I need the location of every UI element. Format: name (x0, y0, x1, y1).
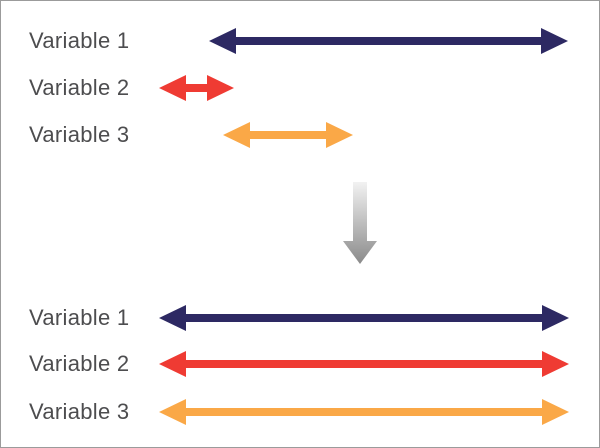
arrowhead (542, 305, 569, 331)
arrowhead (223, 122, 250, 148)
arrowhead (159, 399, 186, 425)
bottom-variable-2-label: Variable 2 (29, 351, 130, 376)
arrowhead (326, 122, 353, 148)
top-variable-3-label: Variable 3 (29, 122, 130, 147)
transition-down-arrow (343, 182, 377, 264)
arrowhead (209, 28, 236, 54)
top-range-arrow-2 (159, 75, 234, 101)
arrowhead (159, 75, 186, 101)
arrowhead (159, 351, 186, 377)
bottom-range-arrow-1 (159, 305, 569, 331)
bottom-range-arrow-3 (159, 399, 569, 425)
top-variable-1-label: Variable 1 (29, 28, 130, 53)
arrowhead (541, 28, 568, 54)
bottom-variable-1-label: Variable 1 (29, 305, 130, 330)
bottom-range-arrow-2 (159, 351, 569, 377)
arrowhead (542, 399, 569, 425)
top-range-arrow-1 (209, 28, 568, 54)
top-range-arrow-3 (223, 122, 353, 148)
top-variable-2-label: Variable 2 (29, 75, 130, 100)
bottom-variable-3-label: Variable 3 (29, 399, 130, 424)
arrowhead (159, 305, 186, 331)
arrowhead (207, 75, 234, 101)
arrowhead (542, 351, 569, 377)
